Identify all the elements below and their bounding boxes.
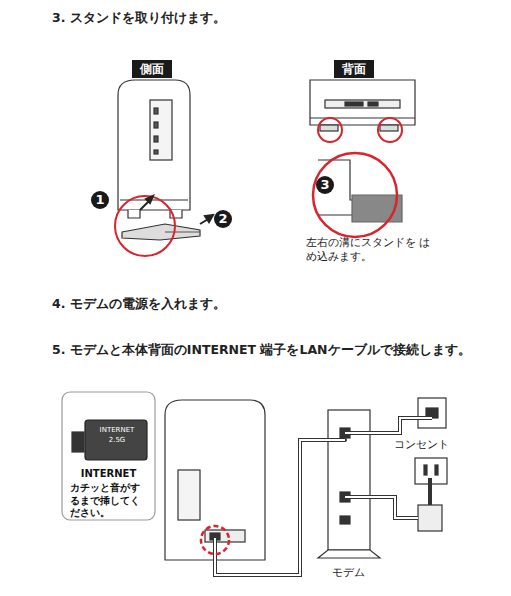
port-label: INTERNET (87, 426, 147, 435)
router-side (118, 80, 190, 210)
phone-jack (418, 398, 446, 428)
inset-box: INTERNET2.5GINTERNETカチッと音がす るまで挿してく ださい。 (62, 392, 155, 525)
view-tag: 側面 (132, 60, 172, 78)
note-text: カチッと音がす るまで挿してく ださい。 (70, 482, 148, 520)
power-cable (345, 497, 418, 518)
view-tag: 背面 (334, 60, 374, 78)
callout-number: 1 (91, 191, 109, 209)
plug (428, 478, 432, 505)
view-label: 背面 (342, 62, 366, 76)
note-text: 左右の溝にスタンドを はめ込みます。 (306, 236, 438, 265)
note-text: INTERNET (66, 468, 151, 481)
ac-adapter (418, 505, 442, 531)
phone-cable (345, 418, 432, 433)
port-label: 2.5G (87, 436, 147, 445)
highlight-circle (115, 196, 175, 256)
part-name: モデム (330, 566, 367, 580)
step-heading: 4. モデムの電源を入れます。 (52, 296, 226, 312)
step-heading: 5. モデムと本体背面のINTERNET 端子をLANケーブルで接続します。 (52, 342, 471, 358)
lan-cable (215, 440, 345, 575)
callout-number: 2 (214, 210, 232, 228)
callout-number: 3 (316, 176, 334, 194)
view-label: 側面 (140, 62, 164, 76)
step-heading: 3. スタンドを取り付けます。 (52, 10, 226, 26)
status-panel (150, 100, 172, 160)
part-name: コンセント (392, 438, 451, 452)
stand (122, 224, 200, 240)
